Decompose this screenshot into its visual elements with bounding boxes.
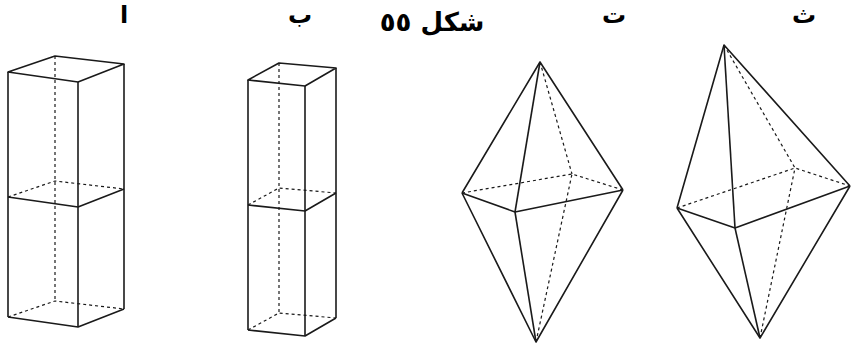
figure-letter: ب	[288, 2, 312, 28]
figure-letter: ث	[792, 2, 816, 28]
bipyramid-figure	[677, 45, 850, 338]
prism-figure	[248, 63, 336, 336]
prism-figure	[8, 56, 124, 327]
figure-letter: ت	[602, 2, 626, 28]
bipyramid-figure	[462, 62, 623, 342]
figure-title: شكل ٥٥	[380, 8, 485, 37]
figure-letter: ا	[120, 2, 128, 28]
